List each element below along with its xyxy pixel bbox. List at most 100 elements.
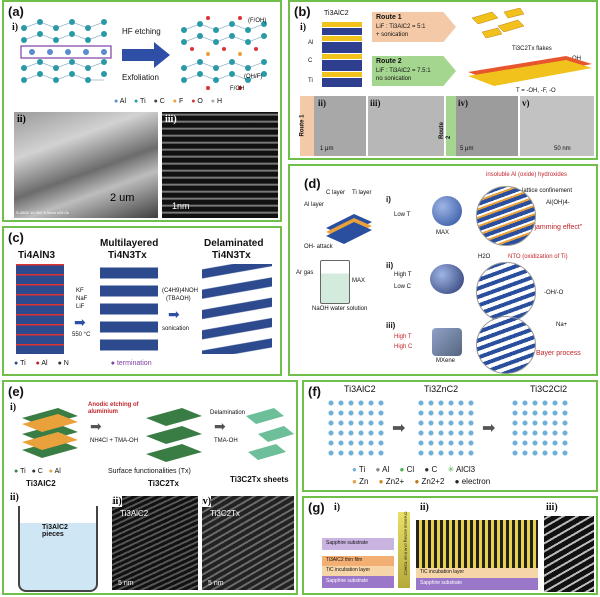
legend-o: O	[197, 98, 203, 105]
term-bottom: (OH/F)	[244, 74, 263, 80]
al-layer: Al layer	[304, 202, 325, 208]
legend-zn2-icon: ●	[378, 477, 384, 486]
low-t: Low T	[394, 212, 411, 218]
g-sapphire3-text: Sapphire substrate	[420, 580, 462, 586]
legend-zn2: Zn2+	[385, 477, 405, 486]
legend-al-icon: ●	[114, 98, 119, 105]
legend-c: ● Ti ● Al ● N ● termination	[14, 360, 274, 367]
panel-a-label: (a)	[8, 4, 24, 19]
flakes-large	[468, 56, 592, 86]
micrograph-iii: iii)	[368, 96, 444, 156]
step1-kf: KF	[76, 288, 84, 294]
sub-iii: iii)	[370, 98, 381, 108]
col2-sub: Ti4N3Tx	[108, 250, 147, 261]
legend-ti: Ti	[140, 98, 146, 105]
legend-al: Al	[41, 360, 48, 367]
legend-al: Al	[54, 468, 61, 475]
route2-tag: Route 2	[439, 96, 456, 156]
jamming: "jamming effect"	[532, 224, 583, 231]
legend-al-icon: ●	[375, 465, 381, 474]
panel-e-sub-iv: iv)	[202, 496, 212, 507]
legend-h: H	[216, 98, 223, 105]
tem-iii: iii) Ti3AlC2 5 nm	[112, 496, 198, 590]
row-ii: ii)	[386, 261, 394, 270]
terms-label: T = -OH, -F, -O	[516, 88, 556, 94]
tmaoh: TMA-OH	[214, 438, 238, 444]
flakes-label: Ti3C2Tx flakes	[512, 46, 552, 52]
legend-c-icon: ●	[424, 465, 430, 474]
tem-iv-scale: 5 nm	[208, 580, 224, 587]
legend-c: C	[159, 98, 165, 105]
panel-d: (d) C layer Ti layer Al layer OH- attack…	[288, 164, 598, 376]
mxene-lattice-right	[181, 16, 267, 90]
bayer: Bayer process	[536, 350, 581, 357]
ti3alc2-title: Ti3AlC2	[324, 10, 349, 17]
panel-g-sub-iii: iii)	[546, 502, 558, 513]
delam: Delamination	[210, 410, 246, 416]
oh-attack: OH- attack	[304, 244, 333, 250]
high-t: High T	[394, 272, 412, 278]
f-col3: Ti3C2Cl2	[530, 384, 568, 394]
panel-a-sub-i: i)	[12, 22, 19, 33]
row-iii: iii)	[386, 321, 396, 330]
legend-e: ● Ti ● C ● Al	[14, 468, 204, 475]
aloh: Al(OH)4-	[546, 200, 570, 206]
low-c: Low C	[394, 284, 412, 290]
col3-sub: Ti4N3Tx	[212, 250, 251, 261]
g-sapphire-bottom: Sapphire substrate	[322, 576, 394, 588]
panel-b-label: (b)	[294, 4, 311, 19]
tem-iii-scale: 5 nm	[118, 580, 134, 587]
panel-g-label: (g)	[308, 500, 325, 515]
ar-gas: Ar gas	[296, 270, 314, 276]
atom-legend: ● Al ● Ti ● C ● F ● O ● H	[114, 98, 280, 108]
panel-e-label: (e)	[8, 384, 24, 399]
route1-tag: Route 1	[300, 96, 314, 156]
panel-c: (c) Ti4AlN3 Multilayered Ti4N3Tx Delamin…	[2, 226, 282, 376]
lbl-ti3alc2: Ti3AlC2	[26, 479, 56, 488]
g-tic-text: TiC incubation layer	[326, 567, 371, 573]
route2-tag-text: Route 2	[439, 122, 452, 139]
arrow-e2-icon: ➡	[214, 418, 226, 434]
legend-zn-icon: ●	[352, 477, 357, 486]
legend-f-icon: ●	[172, 98, 178, 105]
surface: Surface functionalities (Tx)	[108, 468, 191, 475]
legend-ti-icon: ●	[133, 98, 139, 105]
micrograph-v: v) 50 nm	[520, 96, 594, 156]
panel-e-sub-i: i)	[10, 402, 17, 413]
f-lattice-3	[510, 398, 570, 460]
max-beaker: MAX	[352, 278, 366, 284]
legend-c: C	[37, 468, 43, 475]
legend-term-icon: ●	[110, 360, 116, 367]
g-sapphire-top: Sapphire substrate	[322, 538, 394, 550]
legend-ti: Ti	[358, 465, 366, 474]
legend-c-icon: ●	[31, 468, 36, 475]
step1-temp: 550 °C	[72, 332, 91, 338]
arrow-e1-icon: ➡	[90, 418, 102, 434]
route1-tag-text: Route 1	[299, 114, 306, 137]
high-c: High C	[394, 344, 413, 350]
sphere-2	[430, 264, 464, 294]
scale-iv: 5 μm	[460, 146, 474, 152]
panel-b-sub-i: i)	[300, 22, 307, 33]
g-sapphire3: Sapphire substrate	[416, 578, 538, 590]
g-sapphire-bottom-text: Sapphire substrate	[326, 578, 368, 584]
g-stem	[544, 516, 594, 592]
h2o: H2O	[478, 254, 491, 260]
term-top: (F/OH)	[248, 18, 267, 24]
legend-c: C	[431, 465, 438, 474]
route2-text: LiF : Ti3AlC2 = 7.5:1	[376, 68, 431, 74]
row-i: i)	[386, 195, 391, 204]
route1-title: Route 1	[376, 14, 402, 21]
atom-c-label: C	[308, 58, 313, 64]
panel-e: (e) i) Anodic etching of aluminium ➡ NH4…	[2, 380, 298, 595]
insoluble: insoluble Al (oxide) hydroxides	[486, 172, 568, 178]
step1-naf: NaF	[76, 296, 88, 302]
legend-zn22: Zn2+2	[421, 477, 445, 486]
panel-d-label: (d)	[304, 176, 321, 191]
g-sapphire-top-text: Sapphire substrate	[326, 540, 368, 546]
g-thin-film: Ti3AlC2 thin film	[322, 556, 394, 566]
ti3alc2-block	[22, 408, 78, 458]
flakes-small	[471, 8, 525, 39]
step2-b: (TBAOH)	[166, 296, 191, 302]
max-sphere: MAX	[436, 230, 450, 236]
